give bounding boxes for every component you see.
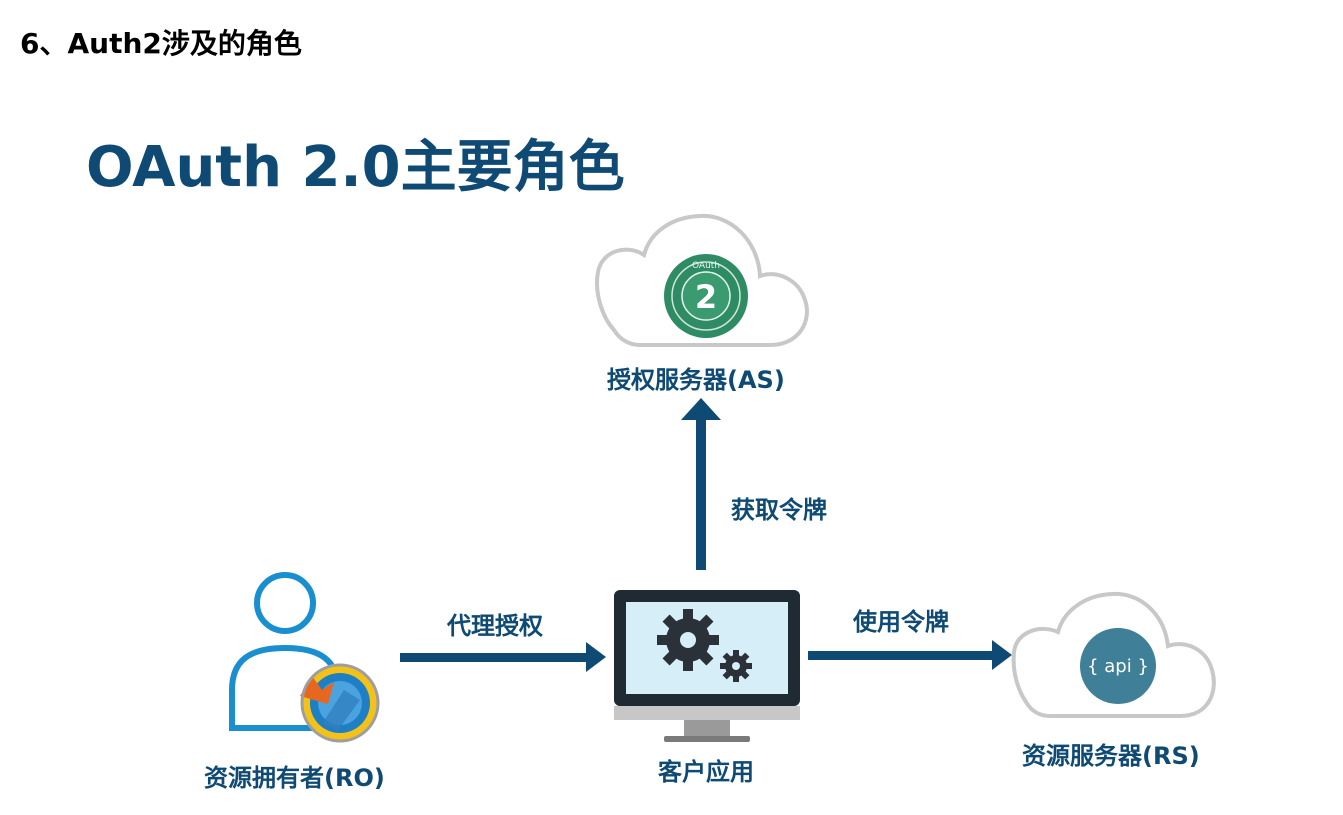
small-gear-icon xyxy=(720,650,752,682)
section-heading: 6、Auth2涉及的角色 xyxy=(20,27,302,60)
api-badge-icon: { api } xyxy=(1080,628,1156,704)
slide-title: OAuth 2.0主要角色 xyxy=(86,135,625,200)
browser-icon xyxy=(300,663,380,743)
oauth-badge-number: 2 xyxy=(695,278,717,316)
api-badge-text: { api } xyxy=(1087,656,1149,677)
arrow-proxy-auth xyxy=(400,642,606,672)
resource-server-label: 资源服务器(RS) xyxy=(1022,742,1200,770)
client-app-monitor-icon xyxy=(614,590,800,742)
gear-icon xyxy=(657,609,719,671)
client-app-label: 客户应用 xyxy=(658,758,754,786)
get-token-label: 获取令牌 xyxy=(731,496,827,524)
oauth-ring-text: OAuth xyxy=(692,261,720,271)
proxy-auth-label: 代理授权 xyxy=(447,612,543,640)
oauth-badge-icon: OAuth 2 xyxy=(664,254,748,338)
arrow-get-token xyxy=(681,398,721,570)
auth-server-label: 授权服务器(AS) xyxy=(607,366,785,394)
use-token-label: 使用令牌 xyxy=(853,608,949,636)
resource-owner-label: 资源拥有者(RO) xyxy=(204,764,385,792)
arrow-use-token xyxy=(808,640,1012,670)
